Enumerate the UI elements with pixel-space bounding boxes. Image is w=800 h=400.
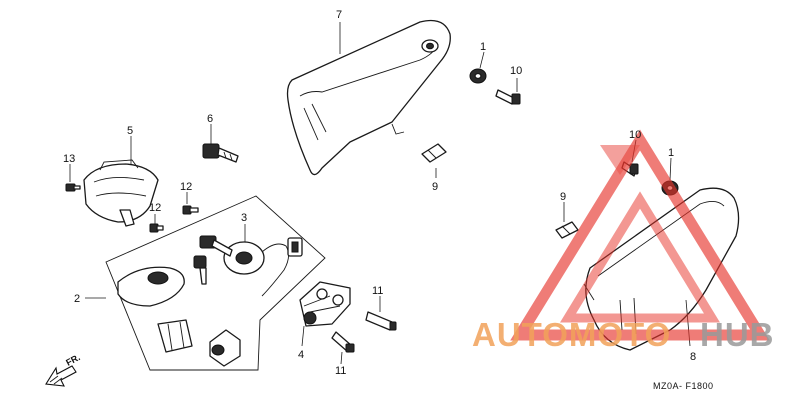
part-1-grommet-upper xyxy=(469,68,487,84)
part-4-seat-lock xyxy=(299,281,351,327)
diagram-code: MZ0A- F1800 xyxy=(653,381,714,391)
part-2-kit-outline xyxy=(105,195,326,371)
callout-12-upper: 12 xyxy=(180,181,192,193)
fr-label: FR. xyxy=(64,352,81,368)
part-6-key xyxy=(202,143,239,163)
callout-10-upper: 10 xyxy=(510,65,522,77)
part-9-clip-lower xyxy=(555,221,579,239)
callout-9-upper: 9 xyxy=(432,181,438,193)
watermark-text-hub: HUB xyxy=(700,316,775,353)
callout-2: 2 xyxy=(74,293,80,305)
part-11-bolt-upper xyxy=(365,311,397,331)
callout-1-upper: 1 xyxy=(480,41,486,53)
callout-6: 6 xyxy=(207,113,213,125)
callout-4: 4 xyxy=(298,349,304,361)
callout-7: 7 xyxy=(336,9,342,21)
lock-cylinder xyxy=(209,329,241,367)
part-12-bolt-upper xyxy=(182,205,199,215)
callout-numbers: 7 1 10 9 5 13 6 12 12 3 2 4 11 11 10 1 9… xyxy=(63,9,696,377)
lock-cover xyxy=(117,266,185,307)
callout-8: 8 xyxy=(690,351,696,363)
callout-5: 5 xyxy=(127,125,133,137)
part-3-ignition-switch xyxy=(193,235,303,297)
callout-9-lower: 9 xyxy=(560,191,566,203)
callout-3: 3 xyxy=(241,212,247,224)
part-7-side-cover-upper xyxy=(286,19,451,176)
watermark-text: AUTOMOTO HUB xyxy=(472,316,775,353)
callout-11-lower: 11 xyxy=(335,365,346,377)
callout-13: 13 xyxy=(63,153,75,165)
part-12-bolt-lower xyxy=(149,223,164,233)
watermark-text-automoto: AUTOMOTO xyxy=(472,316,671,353)
part-10-bolt-upper xyxy=(495,89,521,105)
front-direction-arrow: FR. xyxy=(45,352,82,387)
rubber-grommet xyxy=(157,319,193,353)
callout-10-lower: 10 xyxy=(629,129,641,141)
part-13-bolt xyxy=(65,183,81,192)
watermark xyxy=(510,129,770,341)
callout-12-lower: 12 xyxy=(149,202,161,214)
part-5-bracket-cover xyxy=(83,159,159,227)
part-9-clip-upper xyxy=(421,143,447,163)
part-11-bolt-lower xyxy=(331,331,355,353)
callout-1-lower: 1 xyxy=(668,147,674,159)
callout-11-upper: 11 xyxy=(372,285,383,297)
